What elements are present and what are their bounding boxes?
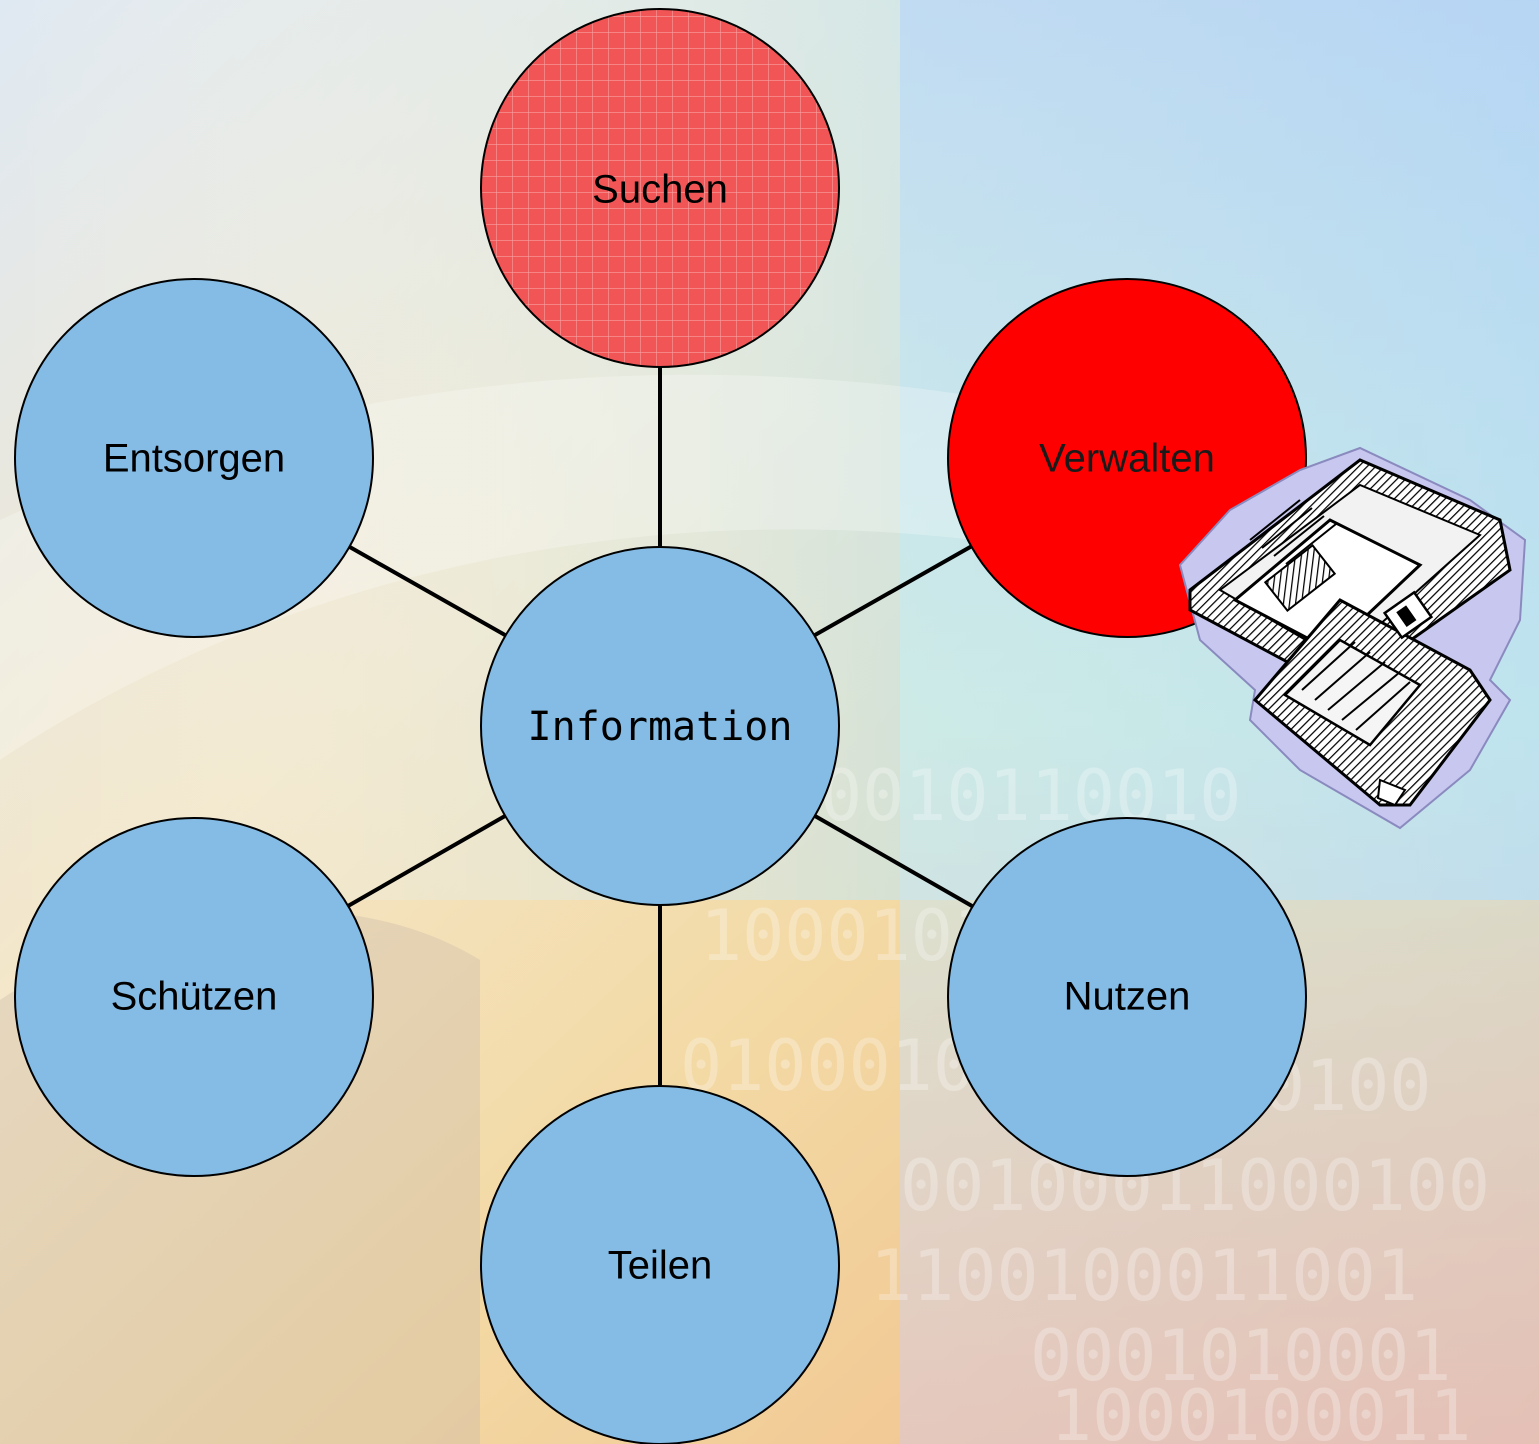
connector-schuetzen xyxy=(347,814,506,908)
node-schuetzen-circle xyxy=(14,817,374,1177)
node-suchen-label: Suchen xyxy=(592,168,728,212)
node-schuetzen-label: Schützen xyxy=(111,975,278,1019)
clipart-label-lines xyxy=(1301,641,1411,731)
clipart-disk-back-label xyxy=(1263,543,1337,613)
node-suchen-circle xyxy=(480,8,840,368)
clipart-disk-corner xyxy=(1376,778,1407,807)
node-teilen[interactable]: Teilen xyxy=(480,1085,840,1444)
clipart-disk-back xyxy=(1232,518,1423,652)
clipart-disk-front-label xyxy=(1282,638,1422,747)
binary-line: 0001010001 xyxy=(1030,1315,1451,1397)
connector-nutzen xyxy=(814,814,973,908)
node-teilen-circle xyxy=(480,1085,840,1444)
node-nutzen-label: Nutzen xyxy=(1064,975,1191,1019)
node-entsorgen[interactable]: Entsorgen xyxy=(14,278,374,638)
node-schuetzen[interactable]: Schützen xyxy=(14,817,374,1177)
node-teilen-label: Teilen xyxy=(608,1244,713,1288)
clipart-disk-shutter-slot xyxy=(1396,605,1417,627)
binary-line: 1100100011001 xyxy=(870,1235,1418,1317)
node-entsorgen-label: Entsorgen xyxy=(103,437,285,481)
node-nutzen-circle xyxy=(947,817,1307,1177)
binary-line: 1000100011 xyxy=(1050,1375,1471,1444)
node-information-circle xyxy=(480,546,840,906)
node-entsorgen-circle xyxy=(14,278,374,638)
connector-entsorgen xyxy=(347,544,506,637)
floppy-disks-tray-icon xyxy=(1178,446,1527,830)
connectors xyxy=(347,365,973,1085)
node-verwalten-label: Verwalten xyxy=(1039,437,1215,481)
connector-verwalten xyxy=(814,544,973,637)
clipart-tray-lines xyxy=(1249,499,1337,565)
node-information[interactable]: Information xyxy=(480,546,840,906)
node-nutzen[interactable]: Nutzen xyxy=(947,817,1307,1177)
node-suchen[interactable]: Suchen xyxy=(480,8,840,368)
node-information-label: Information xyxy=(528,704,793,750)
